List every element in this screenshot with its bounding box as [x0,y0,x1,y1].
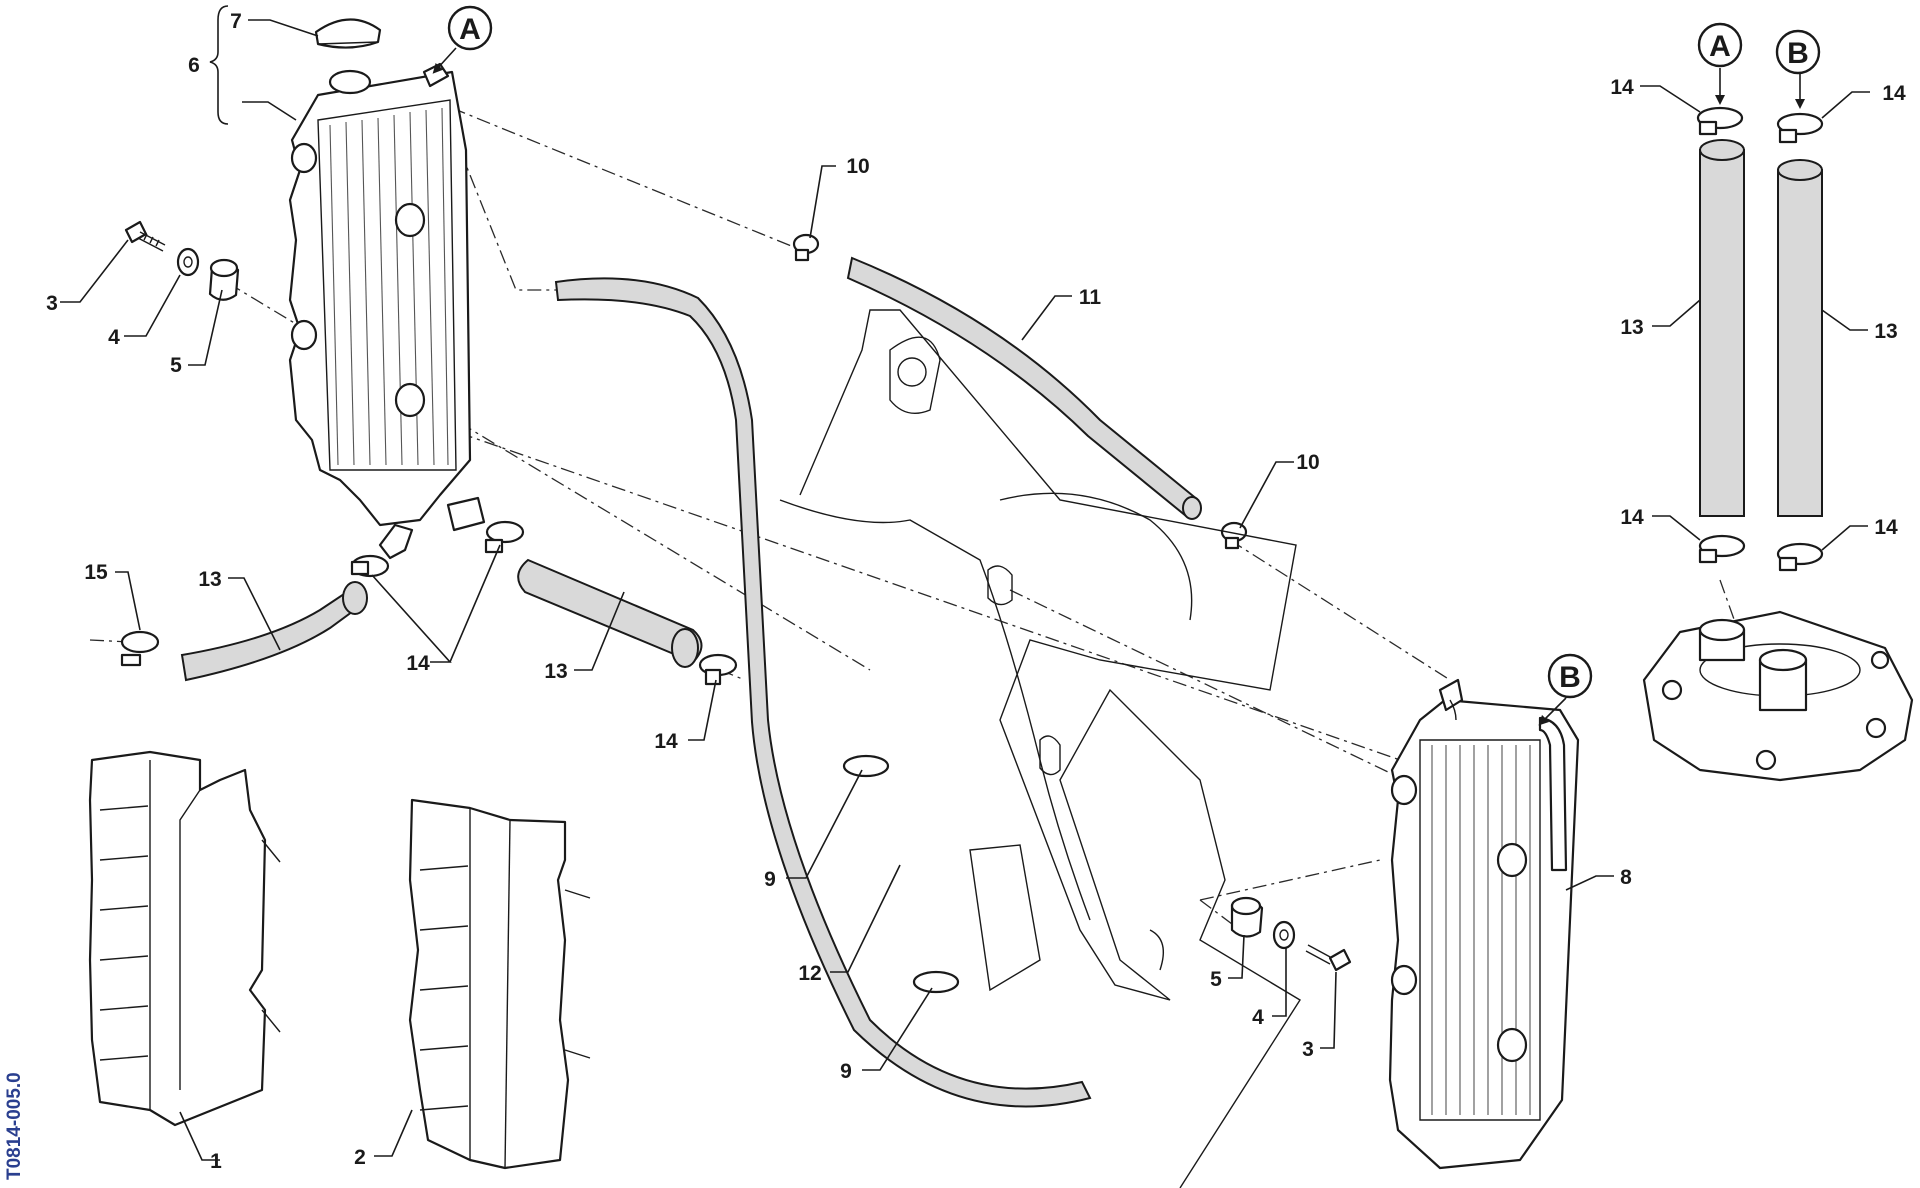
overflow-hose-11 [792,233,1248,550]
reference-marker-a-pump: A [1697,22,1743,68]
callout-3-left: 3 [46,292,58,315]
callout-8: 8 [1620,866,1632,889]
callout-14-bottom-left: 14 [1620,506,1644,529]
callout-5-left: 5 [170,354,182,377]
callout-4-left: 4 [108,326,120,349]
callout-7: 7 [230,10,242,33]
reference-arrows [432,47,1805,726]
left-clamps [120,520,738,686]
water-pump-cover [1642,610,1914,782]
radiator-cap [314,18,382,49]
group-bracket-6 [209,5,229,125]
callout-14-top-left: 14 [1610,76,1634,99]
callout-14-bottom-right: 14 [1874,516,1898,539]
callout-1: 1 [210,1150,222,1173]
callout-leaders [60,19,1870,1161]
motorcycle-frame [779,309,1301,1188]
document-id: T0814-005.0 [4,1072,25,1180]
callout-9-top: 9 [764,868,776,891]
assembly-lines [89,107,1746,931]
right-mount-hardware [1230,896,1352,972]
svg-text:A: A [1709,30,1731,63]
callout-10-top: 10 [846,155,869,178]
radiator-guard-1 [88,750,281,1127]
svg-text:B: B [1787,37,1809,70]
callout-3-right: 3 [1302,1038,1314,1061]
reference-marker-a-radiator: A [447,5,493,51]
callout-11: 11 [1079,286,1102,309]
svg-text:B: B [1559,661,1581,694]
callout-2: 2 [354,1146,366,1169]
callout-9-bottom: 9 [840,1060,852,1083]
callout-10-mid: 10 [1296,451,1319,474]
left-hoses [180,558,703,682]
callout-12: 12 [798,962,821,985]
long-hose-12 [554,277,1092,1108]
reference-marker-b-pump: B [1775,29,1821,75]
callout-14-pair: 14 [406,652,430,675]
reference-marker-b-radiator: B [1547,653,1593,699]
callout-6: 6 [188,54,200,77]
callout-13-straight: 13 [544,660,567,683]
callout-4-right: 4 [1252,1006,1264,1029]
pump-hoses [1696,106,1824,572]
right-radiator [1388,678,1580,1170]
callout-13-pump-left: 13 [1620,316,1643,339]
callout-5-right: 5 [1210,968,1222,991]
left-mount-hardware [124,220,240,301]
callout-14-hose-end: 14 [654,730,678,753]
callout-13-elbow: 13 [198,568,221,591]
radiator-guard-2 [408,798,591,1170]
svg-text:A: A [459,13,481,46]
callout-15: 15 [84,561,108,584]
callout-labels: 7 6 3 4 5 10 11 10 15 13 14 13 14 1 2 9 … [46,10,1906,1173]
callout-14-top-right: 14 [1882,82,1906,105]
left-radiator [288,62,486,560]
callout-13-pump-right: 13 [1874,320,1897,343]
